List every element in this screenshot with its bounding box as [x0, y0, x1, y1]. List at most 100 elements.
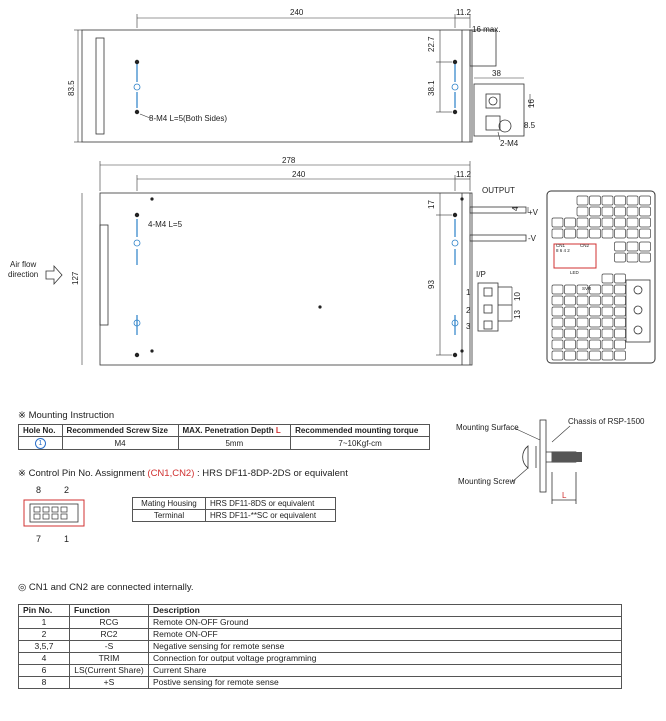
vent-cell: [601, 328, 614, 339]
mounting-diagram: Mounting Surface Chassis of RSP-1500 Mou…: [456, 417, 645, 504]
vent-cell: [564, 317, 576, 328]
label-output: OUTPUT: [482, 186, 515, 195]
bottom-view-drawing: 278 240 11.2 127 17 93 4 10 13 4-M4 L=5 …: [8, 156, 539, 366]
terminal-value: HRS DF11-**SC or equivalent: [204, 509, 337, 522]
label-ip: I/P: [476, 270, 486, 279]
housing-label: Mating Housing: [132, 497, 206, 510]
vent-cell: [589, 206, 601, 217]
vent-cell: [589, 217, 601, 228]
label-svr: SVR: [582, 286, 592, 291]
dim-278: 278: [282, 156, 296, 165]
connector-bottom-right: 1: [64, 534, 69, 544]
label-plus-v: +V: [528, 208, 539, 217]
vent-cell: [614, 206, 626, 217]
vent-cell: [551, 339, 564, 350]
vent-cell: [589, 328, 601, 339]
label-minus-v: -V: [528, 234, 537, 243]
dim-240: 240: [290, 8, 304, 17]
vent-cell: [614, 228, 626, 239]
vent-cell: [576, 328, 589, 339]
label-airflow-2: direction: [8, 270, 38, 279]
vent-cell: [576, 295, 589, 306]
vent-cell: [614, 195, 626, 206]
dim-38-1: 38.1: [427, 80, 436, 96]
vent-cell: [551, 328, 564, 339]
label-t1: 1: [466, 288, 471, 297]
mi-header-depth: MAX. Penetration Depth L: [177, 424, 292, 437]
connector-top-right: 2: [64, 485, 69, 495]
vent-cell: [614, 350, 626, 361]
vent-cell: [626, 252, 639, 263]
vent-cell: [626, 195, 639, 206]
vent-cell: [601, 228, 614, 239]
vent-cell: [639, 206, 651, 217]
vent-cell: [551, 350, 564, 361]
mounting-table: Hole No. Recommended Screw Size MAX. Pen…: [18, 424, 430, 450]
mi-depth: 5mm: [177, 436, 292, 450]
vent-cell: [564, 228, 576, 239]
vent-cell: [614, 339, 626, 350]
vent-cell: [639, 217, 651, 228]
housing-table: Mating Housing HRS DF11-8DS or equivalen…: [132, 497, 337, 522]
vent-cell: [601, 350, 614, 361]
vent-cell: [576, 306, 589, 317]
dim-38: 38: [492, 69, 501, 78]
vent-cell: [639, 228, 651, 239]
vent-cell: [601, 339, 614, 350]
label-mounting-surface: Mounting Surface: [456, 423, 519, 432]
vent-cell: [589, 350, 601, 361]
vent-cell: [551, 317, 564, 328]
vent-cell: [639, 252, 651, 263]
label-4-m4: 4-M4 L=5: [148, 220, 183, 229]
vent-cell: [626, 228, 639, 239]
vent-cell: [589, 306, 601, 317]
bottom-chassis-outline: [99, 192, 473, 366]
label-2-m4: 2-M4: [500, 139, 519, 148]
mi-header-torque: Recommended mounting torque: [290, 424, 430, 437]
vent-cell: [601, 195, 614, 206]
internal-note: ◎ CN1 and CN2 are connected internally.: [18, 582, 194, 593]
vent-cell: [601, 217, 614, 228]
terminal-label: Terminal: [132, 509, 206, 522]
vent-cell: [564, 306, 576, 317]
vent-cell: [614, 317, 626, 328]
vent-cell: [614, 273, 626, 284]
vent-cell: [564, 328, 576, 339]
vent-cell: [614, 217, 626, 228]
airflow-arrow-icon: [45, 264, 63, 286]
vent-cell: [614, 295, 626, 306]
connector-icon: 8 2 7 1: [23, 485, 85, 544]
connector-bottom-left: 7: [36, 534, 41, 544]
vent-cell: [601, 306, 614, 317]
label-L: L: [562, 491, 567, 500]
control-pin-title: ※ Control Pin No. Assignment (CN1,CN2) :…: [18, 468, 348, 479]
pin-header-desc: Description: [148, 604, 622, 617]
vent-cell: [626, 241, 639, 252]
vent-cell: [551, 284, 564, 295]
vent-cell: [614, 306, 626, 317]
connector-top-left: 8: [36, 485, 41, 495]
label-t3: 3: [466, 322, 471, 331]
vent-cell: [601, 295, 614, 306]
vent-cell: [551, 217, 564, 228]
vent-cell: [576, 217, 589, 228]
vent-cell: [576, 350, 589, 361]
vent-cell: [576, 284, 589, 295]
vent-cell: [576, 228, 589, 239]
label-airflow-1: Air flow: [10, 260, 36, 269]
label-cn1: CN1: [556, 243, 565, 248]
dim-127: 127: [71, 271, 80, 285]
label-cn2: CN2: [580, 243, 589, 248]
vent-cell: [576, 195, 589, 206]
vent-cell: [564, 284, 576, 295]
mi-header-hole: Hole No.: [18, 424, 63, 437]
label-chassis: Chassis of RSP-1500: [568, 417, 645, 426]
label-mounting-screw: Mounting Screw: [458, 477, 516, 486]
vent-cell: [551, 306, 564, 317]
